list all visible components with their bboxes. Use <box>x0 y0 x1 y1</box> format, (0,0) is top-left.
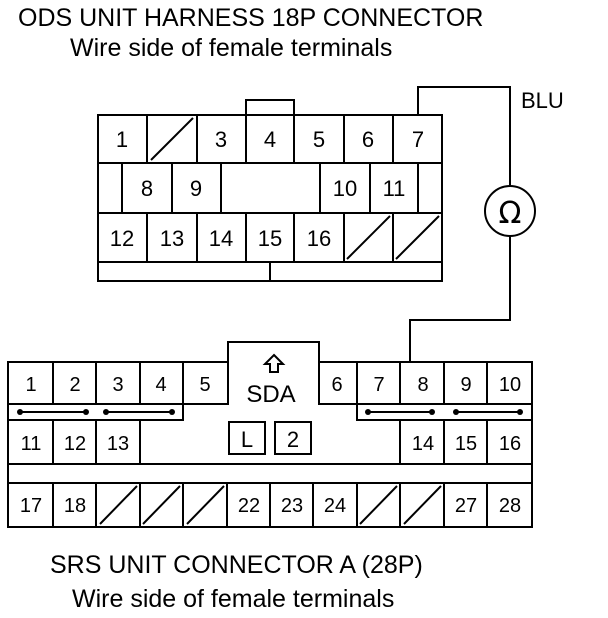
pin-label: 3 <box>112 374 123 396</box>
pin-label: 1 <box>116 127 128 152</box>
l-box-label: L <box>241 427 253 452</box>
pin-label: 12 <box>110 226 134 251</box>
wire-color-label: BLU <box>521 88 564 113</box>
pin-label: 3 <box>215 127 227 152</box>
sda-label: SDA <box>246 381 295 408</box>
shorting-bars <box>17 409 523 415</box>
unused-cavity-mark <box>150 117 194 161</box>
pin-label: 10 <box>333 176 357 201</box>
srs-28p-connector: SDA L 2 1 2 3 4 5 6 7 8 9 10 11 12 13 14… <box>7 341 533 528</box>
bottom-connector-subtitle: Wire side of female terminals <box>72 585 395 613</box>
ohmmeter-icon <box>484 185 536 237</box>
pin-label: 15 <box>455 433 477 455</box>
ohm-symbol: Ω <box>499 196 522 231</box>
pin-label: 16 <box>307 226 331 251</box>
connector-body <box>97 114 443 282</box>
pin-label: 10 <box>499 374 521 396</box>
pin-label: 11 <box>383 176 406 201</box>
pin-label: 7 <box>412 127 424 152</box>
bottom-connector-title: SRS UNIT CONNECTOR A (28P) <box>50 551 423 579</box>
pin-label: 7 <box>373 374 384 396</box>
pin-label: 12 <box>64 433 86 455</box>
pin-label: 5 <box>199 374 210 396</box>
pin-label: 24 <box>324 495 346 517</box>
pin-label: 2 <box>69 374 80 396</box>
two-box <box>274 421 312 455</box>
pin-label: 8 <box>141 176 153 201</box>
pin-label: 8 <box>417 374 428 396</box>
pin-label: 4 <box>155 374 166 396</box>
two-box-label: 2 <box>287 427 299 452</box>
connector-lock-tab <box>245 99 295 116</box>
pin-label: 18 <box>64 495 86 517</box>
l-box <box>228 421 266 455</box>
pin-label: 1 <box>25 374 36 396</box>
pin-label: 17 <box>20 495 42 517</box>
pin-label: 14 <box>209 226 233 251</box>
pin-label: 27 <box>455 495 477 517</box>
test-lead-upper <box>417 86 511 185</box>
pin-label: 16 <box>499 433 521 455</box>
unused-cavity-mark <box>346 215 391 260</box>
pin-label: 23 <box>281 495 303 517</box>
top-connector-subtitle: Wire side of female terminals <box>70 34 393 62</box>
pin-label: 4 <box>264 127 276 152</box>
unused-cavity-mark <box>359 485 398 525</box>
pin-label: 14 <box>412 433 434 455</box>
up-arrow-icon <box>262 353 286 373</box>
pin-label: 5 <box>313 127 325 152</box>
unused-cavity-mark <box>186 485 225 525</box>
unused-cavity-mark <box>142 485 181 525</box>
top-connector-title: ODS UNIT HARNESS 18P CONNECTOR <box>18 4 484 32</box>
pin-label: 22 <box>238 495 260 517</box>
pin-label: 9 <box>460 374 471 396</box>
pin-label: 6 <box>362 127 374 152</box>
ods-18p-connector: 1 3 4 5 6 7 8 9 10 11 12 13 14 15 16 <box>97 99 443 282</box>
unused-cavity-mark <box>395 215 440 260</box>
unused-cavity-mark <box>403 485 442 525</box>
pin-label: 13 <box>160 226 184 251</box>
pin-label: 9 <box>190 176 202 201</box>
pin-label: 15 <box>258 226 282 251</box>
pin-label: 6 <box>331 374 342 396</box>
pin-label: 28 <box>499 495 521 517</box>
unused-cavity-mark <box>99 485 138 525</box>
pin-label: 11 <box>21 433 42 455</box>
pin-label: 13 <box>107 433 129 455</box>
